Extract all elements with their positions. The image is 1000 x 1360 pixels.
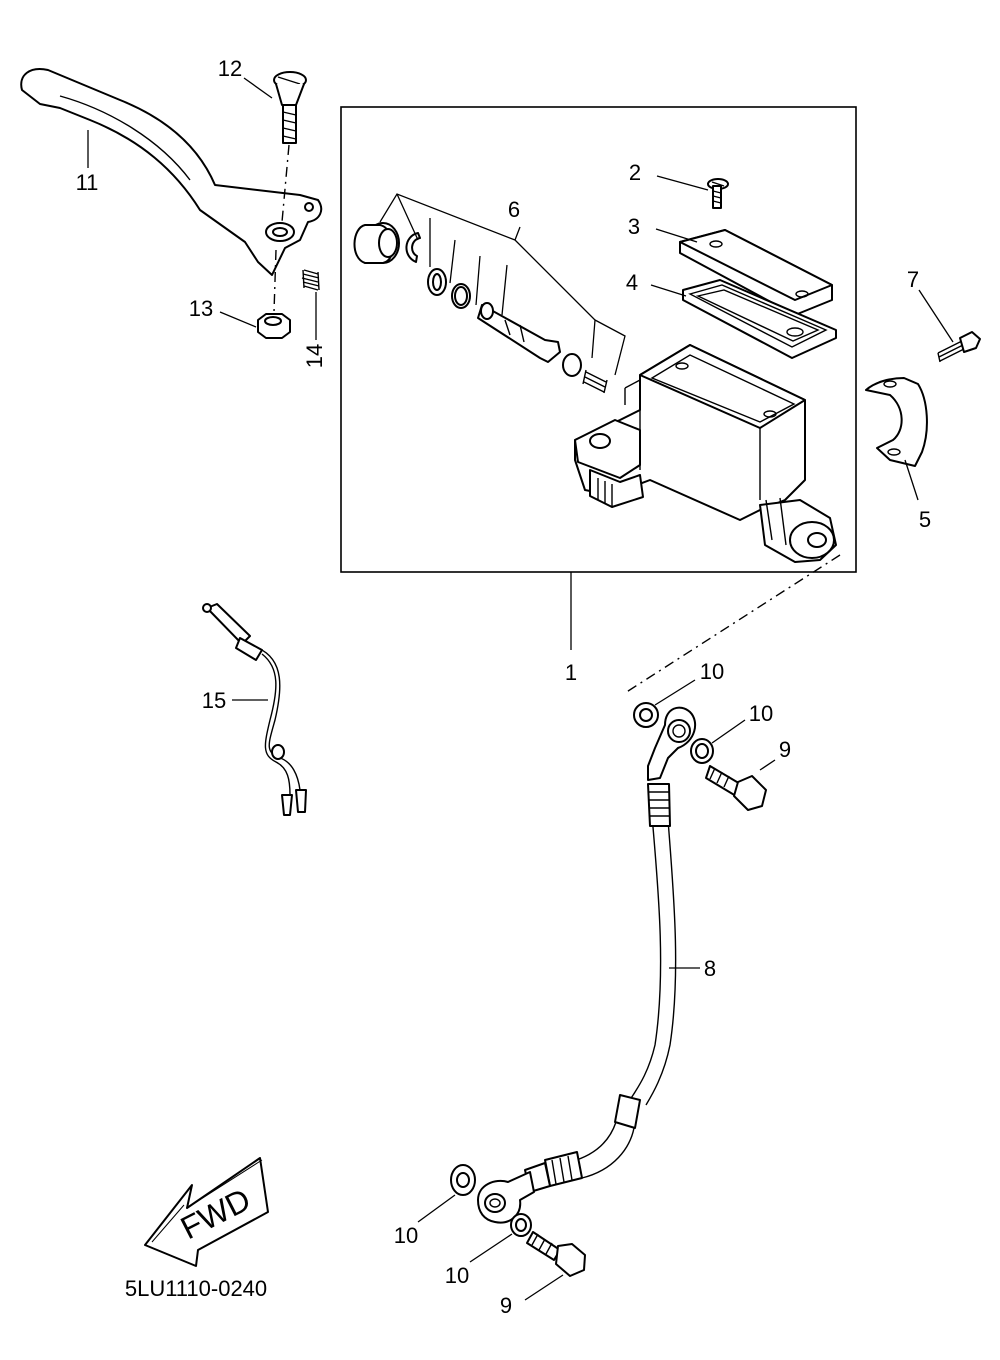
label-11: 11 — [76, 170, 99, 195]
piston-kit — [353, 222, 608, 394]
label-12: 12 — [218, 56, 242, 81]
diaphragm — [682, 279, 837, 359]
diagram-code: 5LU1110-0240 — [125, 1276, 267, 1301]
master-cylinder-body — [574, 344, 837, 563]
label-9-upper: 9 — [779, 737, 791, 762]
label-8: 8 — [704, 956, 716, 981]
label-7: 7 — [907, 267, 919, 292]
label-14: 14 — [302, 344, 327, 368]
forward-arrow: FWD — [144, 1157, 269, 1267]
lower-union-bolt — [526, 1231, 586, 1277]
label-10-lower-left: 10 — [394, 1223, 418, 1248]
label-10-lower-mid: 10 — [445, 1263, 469, 1288]
label-15: 15 — [202, 688, 226, 713]
label-6: 6 — [508, 197, 520, 222]
lower-washer-1 — [450, 1164, 476, 1196]
upper-washer-2 — [690, 738, 714, 764]
upper-banjo — [647, 706, 697, 781]
label-5: 5 — [919, 507, 931, 532]
master-cylinder-holder — [865, 377, 928, 467]
lever-spring — [301, 269, 320, 291]
assembly-box — [340, 106, 857, 573]
lever-nut — [257, 313, 291, 339]
brake-hose — [524, 783, 677, 1193]
brake-lever — [20, 68, 323, 276]
lower-banjo — [477, 1171, 535, 1224]
reservoir-cap — [679, 229, 833, 316]
label-3: 3 — [628, 214, 640, 239]
lever-pivot-bolt — [273, 71, 307, 144]
label-9-lower: 9 — [500, 1293, 512, 1318]
label-10-top: 10 — [700, 659, 724, 684]
label-2: 2 — [629, 160, 641, 185]
upper-union-bolt — [705, 765, 767, 811]
brake-switch — [202, 603, 307, 816]
upper-washer-1 — [633, 702, 659, 728]
holder-bolt — [937, 331, 981, 363]
label-10-upper-right: 10 — [749, 701, 773, 726]
label-4: 4 — [626, 270, 638, 295]
lower-washer-2 — [510, 1213, 532, 1237]
label-1: 1 — [565, 660, 577, 685]
label-13: 13 — [189, 296, 213, 321]
cap-screw — [707, 178, 729, 209]
